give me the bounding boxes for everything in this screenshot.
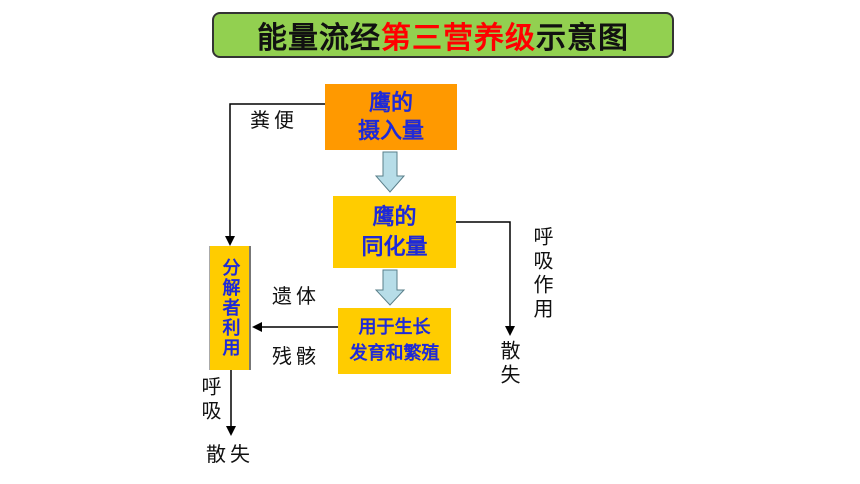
title-highlight: 第三营养级 xyxy=(381,21,536,56)
growth-box: 用于生长 发育和繁殖 xyxy=(338,308,451,374)
decomposer-label: 分解者利用 xyxy=(219,258,241,358)
feces-arrow xyxy=(225,103,325,246)
assimilation-label-1: 鹰的 xyxy=(372,204,417,230)
intake-label-2: 摄入量 xyxy=(357,118,424,144)
residue-label: 残骸 xyxy=(272,344,320,368)
respiration-arrow xyxy=(456,221,515,336)
intake-box: 鹰的 摄入量 xyxy=(325,84,457,150)
respiration-left-label: 呼吸 xyxy=(198,376,222,424)
intake-label-1: 鹰的 xyxy=(368,90,413,116)
remains-label: 遗体 xyxy=(272,284,320,308)
growth-label-2: 发育和繁殖 xyxy=(349,343,440,364)
decomposer-box: 分解者利用 xyxy=(209,246,251,370)
assimilation-label-2: 同化量 xyxy=(361,234,428,260)
block-arrow-assimilation-to-growth xyxy=(374,269,406,306)
assimilation-box: 鹰的 同化量 xyxy=(333,196,456,268)
dissipate-right-label: 散失 xyxy=(497,340,521,388)
growth-label-1: 用于生长 xyxy=(358,317,431,338)
dissipate-left-label: 散失 xyxy=(206,442,254,466)
title-part3: 示意图 xyxy=(536,21,629,56)
title-part1: 能量流经 xyxy=(257,21,381,56)
diagram-title: 能量流经第三营养级示意图 xyxy=(212,12,674,58)
feces-label: 粪便 xyxy=(250,108,298,132)
respiration-right-label: 呼吸作用 xyxy=(530,226,554,322)
block-arrow-intake-to-assimilation xyxy=(374,151,406,193)
